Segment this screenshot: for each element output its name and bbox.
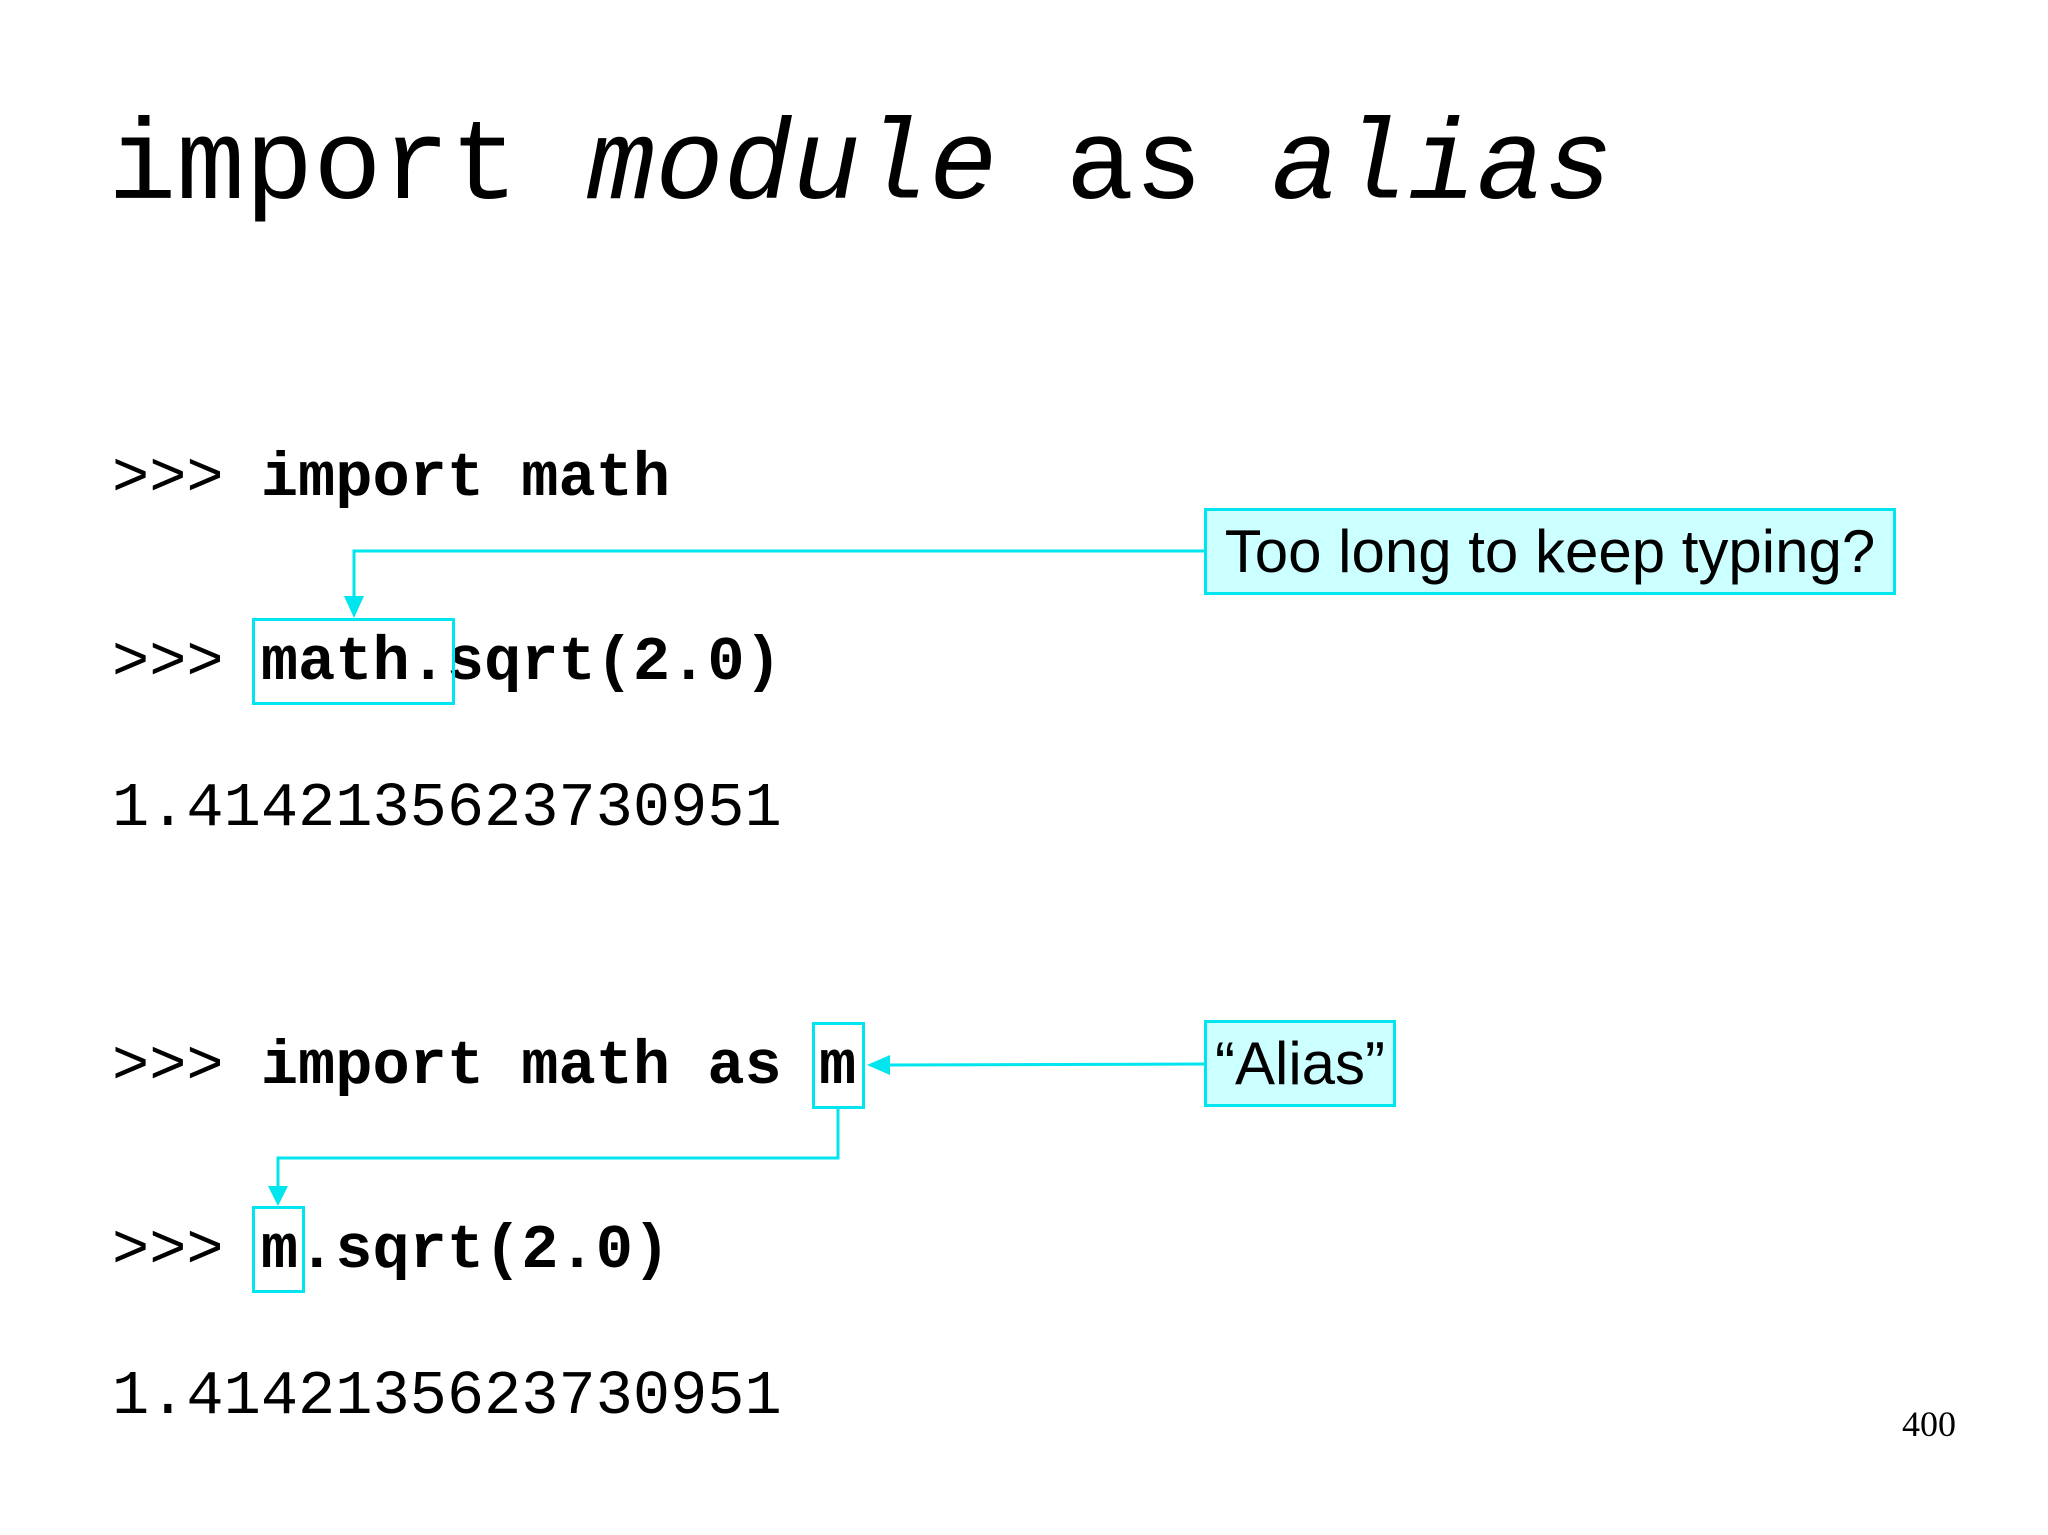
code-line-import-math: >>> import math bbox=[112, 448, 670, 510]
prompt: >>> bbox=[112, 1215, 224, 1286]
code-text: import math bbox=[260, 443, 671, 514]
code-highlight-m: m bbox=[818, 1031, 857, 1102]
prompt: >>> bbox=[112, 1031, 224, 1102]
highlight-box-m bbox=[252, 1206, 305, 1293]
title-keyword-import: import bbox=[108, 104, 519, 233]
arrow-alias-to-m bbox=[889, 1062, 1205, 1067]
title-placeholder-alias: alias bbox=[1271, 104, 1614, 233]
page-number: 400 bbox=[1902, 1404, 1956, 1444]
arrowhead-down-math bbox=[344, 596, 364, 618]
arrow-m-to-m bbox=[276, 1109, 840, 1186]
code-text: import math as bbox=[260, 1031, 782, 1102]
code-line-math-sqrt: >>> math.sqrt(2.0) bbox=[112, 632, 782, 694]
arrow-too-long-to-math bbox=[352, 549, 1204, 596]
code-highlight-math: math. bbox=[260, 627, 447, 698]
slide-title: import module as alias bbox=[108, 112, 1613, 226]
title-placeholder-module: module bbox=[586, 104, 998, 233]
callout-too-long: Too long to keep typing? bbox=[1204, 508, 1896, 595]
code-output-1: 1.4142135623730951 bbox=[112, 773, 782, 844]
code-text: .sqrt(2.0) bbox=[298, 1215, 671, 1286]
prompt: >>> bbox=[112, 443, 224, 514]
code-output-2: 1.4142135623730951 bbox=[112, 1361, 782, 1432]
title-keyword-as: as bbox=[1065, 104, 1203, 233]
highlight-box-math bbox=[252, 618, 455, 705]
highlight-box-alias-m bbox=[812, 1022, 865, 1109]
code-line-m-sqrt: >>> m.sqrt(2.0) bbox=[112, 1220, 670, 1282]
prompt: >>> bbox=[112, 627, 224, 698]
callout-alias: “Alias” bbox=[1204, 1020, 1396, 1107]
code-text: sqrt(2.0) bbox=[446, 627, 782, 698]
arrowhead-left-m bbox=[867, 1055, 890, 1075]
arrowhead-down-m bbox=[268, 1186, 288, 1206]
code-line-import-alias: >>> import math as m bbox=[112, 1036, 856, 1098]
code-highlight-m: m bbox=[260, 1215, 299, 1286]
